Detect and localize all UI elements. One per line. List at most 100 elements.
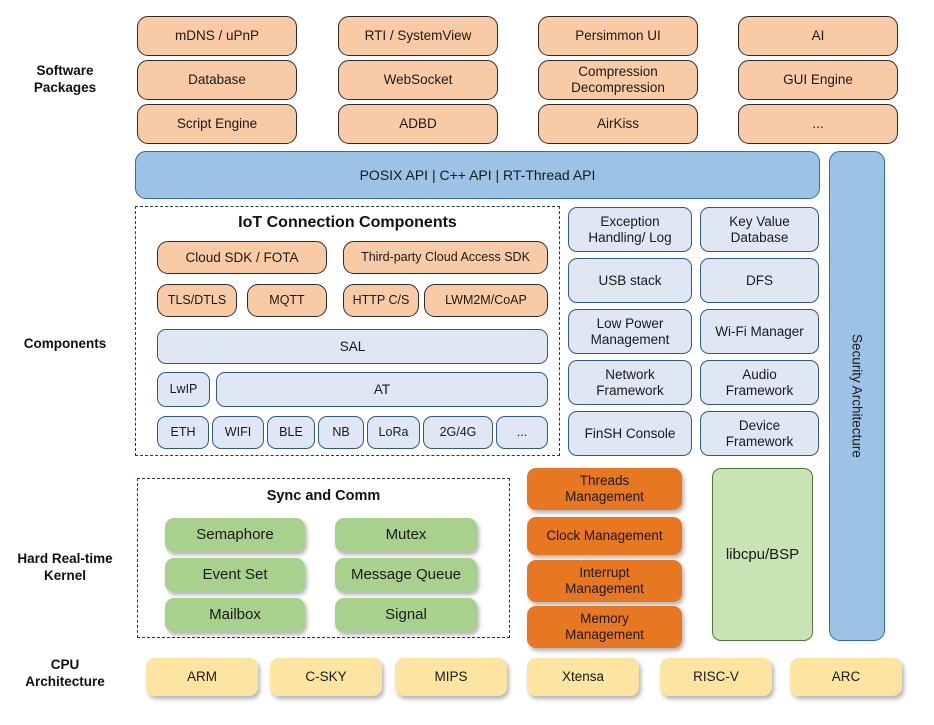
software-package-adbd[interactable]: ADBD xyxy=(338,104,498,144)
kernel-signal[interactable]: Signal xyxy=(335,598,477,632)
sync-and-comm-title: Sync and Comm xyxy=(137,488,510,504)
cpu-arch-risc-v[interactable]: RISC-V xyxy=(660,658,772,696)
iot-wifi[interactable]: WIFI xyxy=(212,416,264,449)
iot-item-label: LwIP xyxy=(169,382,198,397)
iot-ble[interactable]: BLE xyxy=(267,416,315,449)
software-package-database[interactable]: Database xyxy=(137,60,297,100)
kernel-mgmt-label-line2: Management xyxy=(565,627,644,642)
iot-sal[interactable]: SAL xyxy=(157,329,548,364)
software-package-rti-systemview[interactable]: RTI / SystemView xyxy=(338,16,498,56)
kernel-message-queue[interactable]: Message Queue xyxy=(335,558,477,592)
iot-item-label: TLS/DTLS xyxy=(167,293,227,308)
cpu-arch-c-sky[interactable]: C-SKY xyxy=(270,658,382,696)
iot-cloud-sdk-fota[interactable]: Cloud SDK / FOTA xyxy=(157,241,327,274)
component-wifi-manager[interactable]: Wi-Fi Manager xyxy=(700,309,819,354)
iot-connection-components-title: IoT Connection Components xyxy=(135,214,560,232)
row-label-cpu-line1: CPU xyxy=(50,657,80,672)
cpu-arch-mips[interactable]: MIPS xyxy=(395,658,507,696)
iot-item-label: WIFI xyxy=(224,425,252,440)
api-bar[interactable]: POSIX API | C++ API | RT-Thread API xyxy=(135,151,820,199)
component-label-line2: Handling/ Log xyxy=(588,229,672,245)
component-exception-handling-log[interactable]: Exception Handling/ Log xyxy=(568,207,692,252)
software-package-persimmon-ui[interactable]: Persimmon UI xyxy=(538,16,698,56)
kernel-sync-label: Mutex xyxy=(385,526,427,544)
sync-and-comm-title-text: Sync and Comm xyxy=(266,488,381,504)
cpu-arch-xtensa[interactable]: Xtensa xyxy=(527,658,639,696)
component-audio-framework[interactable]: Audio Framework xyxy=(700,360,819,405)
iot-nb[interactable]: NB xyxy=(318,416,364,449)
kernel-event-set[interactable]: Event Set xyxy=(165,558,305,592)
security-architecture-label: Security Architecture xyxy=(849,334,865,458)
component-device-framework[interactable]: Device Framework xyxy=(700,411,819,456)
component-label: USB stack xyxy=(598,272,662,288)
kernel-semaphore[interactable]: Semaphore xyxy=(165,518,305,552)
iot-item-label: LWM2M/CoAP xyxy=(445,293,527,308)
row-label-software-packages-line2: Packages xyxy=(33,79,97,95)
kernel-mutex[interactable]: Mutex xyxy=(335,518,477,552)
iot-tls-dtls[interactable]: TLS/DTLS xyxy=(157,284,237,317)
kernel-sync-label: Semaphore xyxy=(196,526,274,544)
kernel-threads-management[interactable]: Threads Management xyxy=(527,468,682,510)
iot-item-label: HTTP C/S xyxy=(352,293,410,308)
iot-mqtt[interactable]: MQTT xyxy=(247,284,327,317)
software-package-gui-engine[interactable]: GUI Engine xyxy=(738,60,898,100)
iot-eth[interactable]: ETH xyxy=(157,416,209,449)
kernel-mgmt-label: Clock Management xyxy=(546,528,663,544)
component-label: FinSH Console xyxy=(584,425,676,441)
software-package-label: ... xyxy=(812,116,824,132)
component-usb-stack[interactable]: USB stack xyxy=(568,258,692,303)
component-network-framework[interactable]: Network Framework xyxy=(568,360,692,405)
software-package-airkiss[interactable]: AirKiss xyxy=(538,104,698,144)
software-package-label: WebSocket xyxy=(383,72,453,88)
kernel-sync-label: Mailbox xyxy=(209,606,261,624)
libcpu-bsp-label: libcpu/BSP xyxy=(725,545,800,563)
cpu-arch-label: Xtensa xyxy=(561,669,605,685)
kernel-memory-management[interactable]: Memory Management xyxy=(527,606,682,648)
iot-item-label: 2G/4G xyxy=(439,425,477,440)
iot-item-label: Third-party Cloud Access SDK xyxy=(361,250,530,265)
component-label-line2: Database xyxy=(730,229,789,245)
iot-at[interactable]: AT xyxy=(216,372,548,407)
iot-item-label: ETH xyxy=(170,425,196,440)
iot-third-party-cloud-access-sdk[interactable]: Third-party Cloud Access SDK xyxy=(343,241,548,274)
iot-lwip[interactable]: LwIP xyxy=(157,372,210,407)
kernel-clock-management[interactable]: Clock Management xyxy=(527,517,682,555)
iot-item-label: AT xyxy=(373,381,391,397)
software-package-label: GUI Engine xyxy=(783,72,853,88)
iot-2g-4g[interactable]: 2G/4G xyxy=(423,416,493,449)
iot-item-label: ... xyxy=(516,425,528,440)
component-low-power-management[interactable]: Low Power Management xyxy=(568,309,692,354)
kernel-sync-label: Message Queue xyxy=(350,566,462,584)
software-package-script-engine[interactable]: Script Engine xyxy=(137,104,297,144)
iot-item-label: LoRa xyxy=(378,425,409,440)
software-package-label-line1: Compression xyxy=(578,64,658,80)
component-label-line2: Management xyxy=(590,331,670,347)
iot-item-label: MQTT xyxy=(269,293,305,308)
component-key-value-database[interactable]: Key Value Database xyxy=(700,207,819,252)
component-dfs[interactable]: DFS xyxy=(700,258,819,303)
row-label-cpu-line2: Architecture xyxy=(25,673,105,689)
cpu-arch-arm[interactable]: ARM xyxy=(146,658,258,696)
software-package-compression-decompression[interactable]: Compression Decompression xyxy=(538,60,698,100)
cpu-arch-arc[interactable]: ARC xyxy=(790,658,902,696)
software-package-more[interactable]: ... xyxy=(738,104,898,144)
security-architecture-bar[interactable]: Security Architecture xyxy=(829,151,885,641)
iot-lora[interactable]: LoRa xyxy=(367,416,420,449)
component-finsh-console[interactable]: FinSH Console xyxy=(568,411,692,456)
kernel-mgmt-label-line1: Memory xyxy=(580,611,629,627)
software-package-mdns-upnp[interactable]: mDNS / uPnP xyxy=(137,16,297,56)
component-label-line1: Exception xyxy=(600,213,660,229)
iot-lwm2m-coap[interactable]: LWM2M/CoAP xyxy=(424,284,548,317)
kernel-mgmt-label-line2: Management xyxy=(565,489,644,504)
row-label-software-packages-line1: Software xyxy=(36,63,94,78)
cpu-arch-label: RISC-V xyxy=(693,669,739,685)
row-label-components: Components xyxy=(0,336,130,353)
software-package-ai[interactable]: AI xyxy=(738,16,898,56)
iot-more[interactable]: ... xyxy=(496,416,548,449)
software-package-websocket[interactable]: WebSocket xyxy=(338,60,498,100)
iot-http-cs[interactable]: HTTP C/S xyxy=(343,284,419,317)
kernel-mailbox[interactable]: Mailbox xyxy=(165,598,305,632)
libcpu-bsp[interactable]: libcpu/BSP xyxy=(712,468,813,641)
iot-item-label: BLE xyxy=(279,425,303,440)
kernel-interrupt-management[interactable]: Interrupt Management xyxy=(527,560,682,602)
